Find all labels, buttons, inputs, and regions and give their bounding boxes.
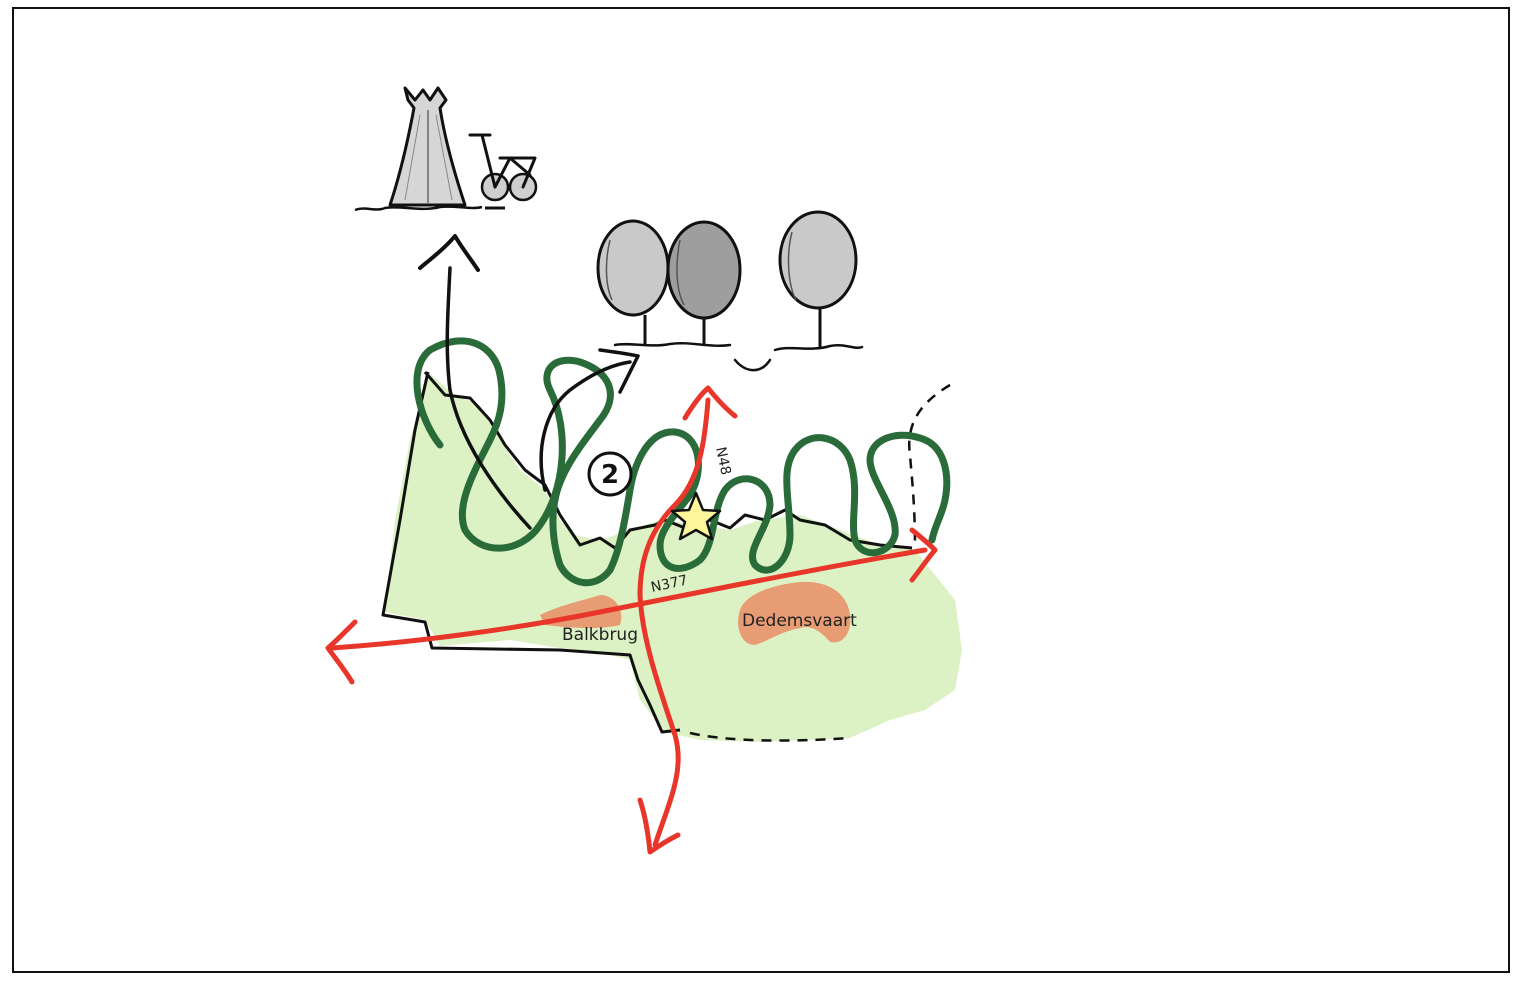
region-area (385, 372, 962, 742)
region-boundary-dashed-south (689, 731, 851, 742)
arrow-to-forest-head (598, 348, 640, 394)
tree-icon (778, 210, 858, 348)
town-label-dedemsvaart: Dedemsvaart (742, 611, 857, 631)
road-n48-north-head (682, 385, 738, 421)
road-n377-east-head (909, 527, 938, 583)
numbered-marker: 2 (587, 451, 633, 497)
tree-icon (666, 220, 742, 345)
region-boundary-dashed-east (907, 383, 951, 549)
town-patch-dedemsvaart (738, 581, 851, 645)
arrow-to-recreation (445, 266, 532, 530)
region-outline (423, 371, 913, 550)
star-icon (670, 491, 722, 541)
tent-icon (354, 86, 505, 212)
green-corridor (413, 337, 951, 587)
marker-number: 2 (601, 460, 619, 490)
road-n377 (329, 547, 928, 651)
road-label-n377: N377 (650, 573, 690, 596)
bicycle-icon (468, 133, 538, 202)
arrow-to-recreation-head (418, 234, 480, 272)
tree-icon (596, 219, 670, 345)
arrow-to-forest (539, 360, 632, 492)
ground-line (613, 342, 864, 372)
map-frame (12, 7, 1510, 973)
road-n48 (637, 397, 711, 848)
road-label-n48: N48 (712, 446, 734, 477)
town-label-balkbrug: Balkbrug (562, 625, 638, 645)
road-n48-south-head (637, 797, 681, 855)
road-n377-west-head (325, 619, 358, 685)
region-outline-west (381, 371, 681, 734)
